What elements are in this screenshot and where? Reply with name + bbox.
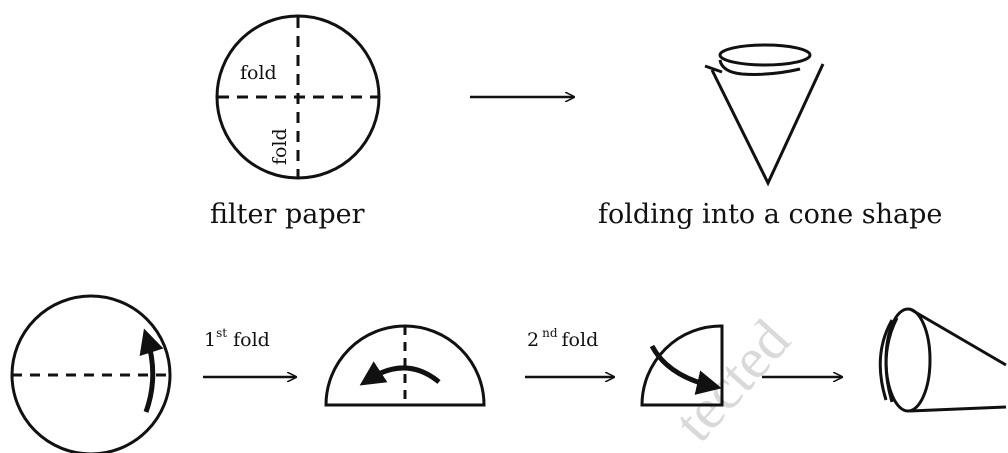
fold-direction-arrow-1 bbox=[139, 328, 164, 413]
filter-paper-caption: filter paper bbox=[210, 199, 365, 230]
filter-paper-circle bbox=[215, 14, 381, 180]
folding-cone-caption: folding into a cone shape bbox=[598, 199, 942, 230]
fold-label-vertical: fold bbox=[269, 128, 291, 165]
fold-direction-arrow-3 bbox=[649, 344, 722, 395]
step2-semicircle bbox=[324, 324, 486, 407]
svg-text:1st fold: 1st fold bbox=[204, 326, 270, 351]
first-fold-label: 1st fold bbox=[204, 326, 270, 351]
fold-label-horizontal: fold bbox=[240, 62, 277, 84]
watermark-text: tected bbox=[661, 307, 802, 453]
step4-cone bbox=[878, 307, 1007, 413]
paper-cone bbox=[704, 43, 825, 187]
step1-circle bbox=[10, 294, 172, 453]
step3-quarter bbox=[640, 324, 724, 407]
fold-direction-arrow-2 bbox=[359, 361, 441, 386]
